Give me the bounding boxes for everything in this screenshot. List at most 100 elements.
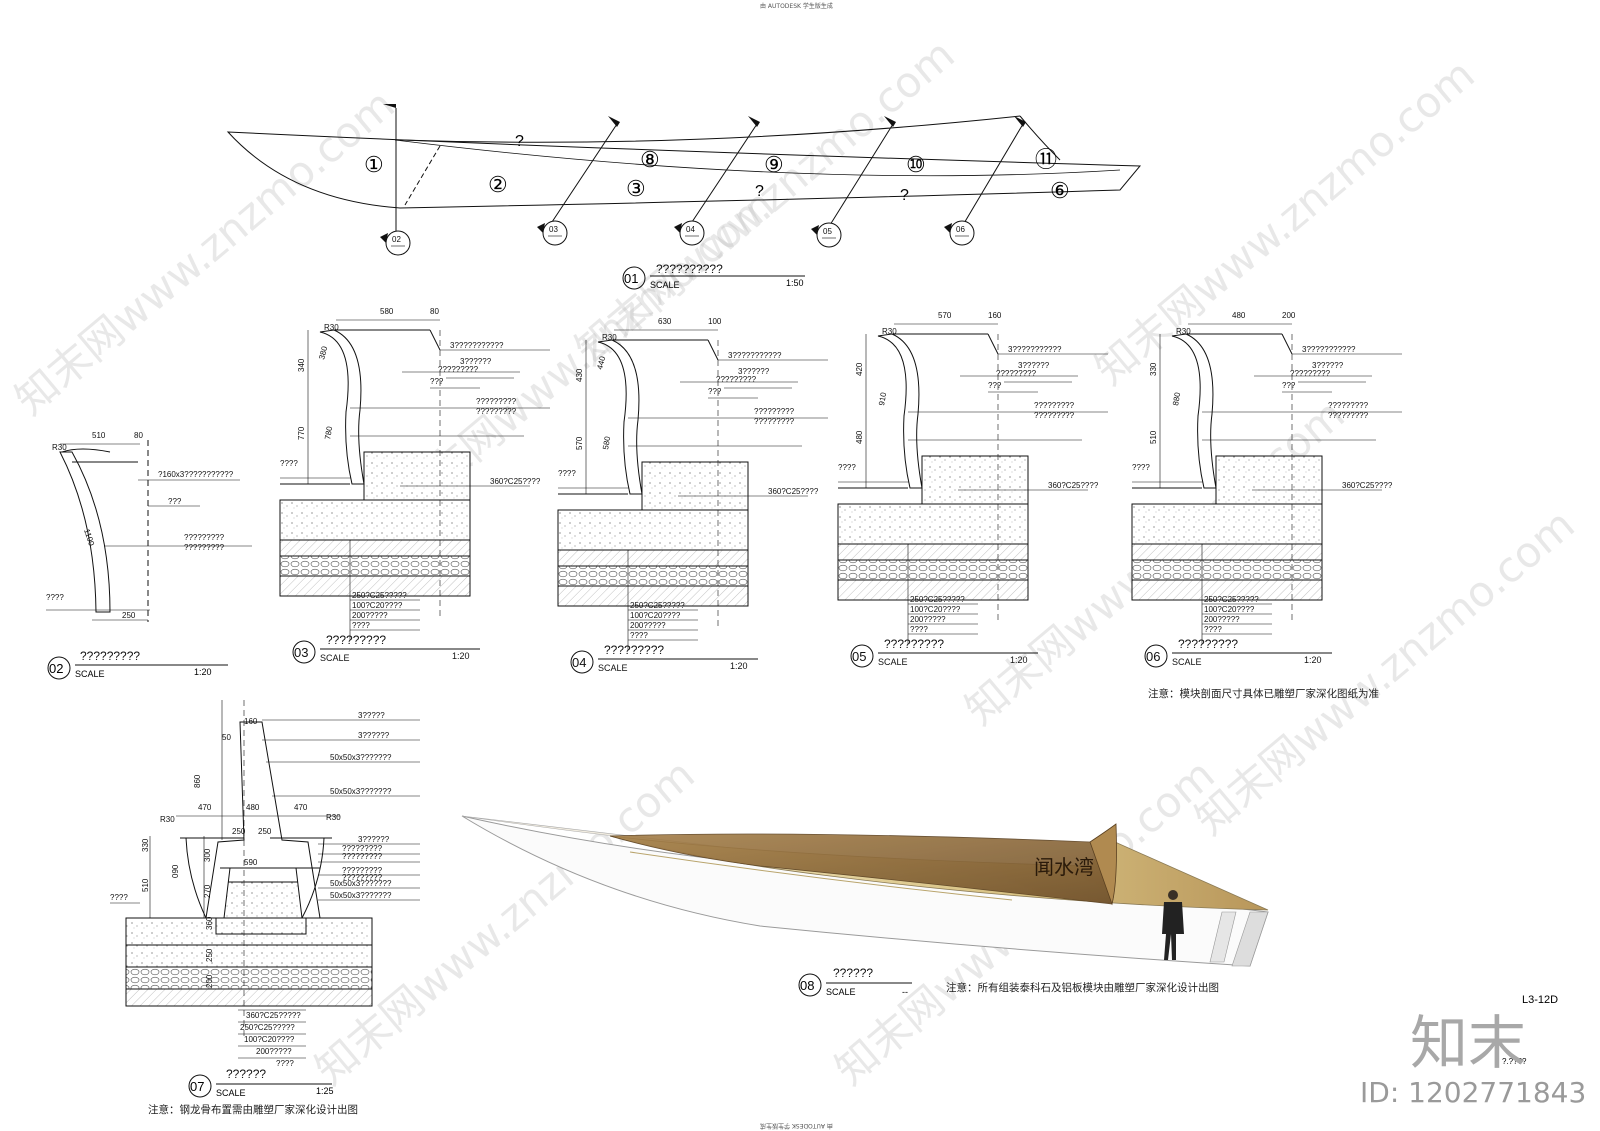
note-label: ???? [46, 593, 64, 602]
svg-text:?????????: ????????? [326, 633, 386, 647]
zone-label: ⑥ [1050, 178, 1070, 203]
svg-text:SCALE: SCALE [75, 669, 105, 679]
svg-text:--: -- [902, 987, 908, 997]
svg-text:1:20: 1:20 [1304, 655, 1322, 665]
svg-text:270: 270 [203, 884, 212, 898]
section-text: R30 [602, 333, 617, 342]
section-text: ????????? [476, 407, 517, 416]
autodesk-stamp-top: 由 AUTODESK 学生版生成 [760, 3, 833, 10]
section-text: ???? [558, 469, 576, 478]
dim: 1100 [82, 528, 96, 548]
section-text: 910 [877, 391, 888, 406]
section-text: ??? [430, 377, 444, 386]
zone-label: ① [364, 152, 384, 177]
svg-text:06: 06 [1146, 649, 1160, 664]
svg-text:SCALE: SCALE [878, 657, 908, 667]
section-text: R30 [882, 327, 897, 336]
brand-id: ID: 1202771843 [1360, 1076, 1587, 1109]
svg-text:50x50x3???????: 50x50x3??????? [330, 879, 392, 888]
svg-text:510: 510 [141, 878, 150, 892]
section-text: ???? [352, 621, 370, 630]
scale-label: SCALE [650, 280, 680, 290]
svg-text:?????????: ????????? [604, 643, 664, 657]
section-text: ???? [280, 459, 298, 468]
svg-text:100?C20????: 100?C20???? [244, 1035, 295, 1044]
svg-text:04: 04 [572, 655, 586, 670]
section-text: 100?C20???? [910, 605, 961, 614]
dim: 80 [134, 431, 143, 440]
zone-label: ⑧ [640, 147, 660, 172]
svg-text:SCALE: SCALE [598, 663, 628, 673]
note-06: 注意：模块剖面尺寸具体已雕塑厂家深化图纸为准 [1148, 688, 1379, 700]
svg-text:50x50x3???????: 50x50x3??????? [330, 787, 392, 796]
section-text: 160 [988, 311, 1002, 320]
note-07: 注意：钢龙骨布置需由雕塑厂家深化设计出图 [148, 1104, 358, 1116]
plan-title-block: 01 ?????????? SCALE 1:50 [622, 262, 805, 290]
section-text: 100?C20???? [1204, 605, 1255, 614]
section-text: 3?????? [460, 357, 492, 366]
note-label: ????????? [184, 533, 225, 542]
zone-label: ② [488, 172, 508, 197]
plan-question: ? [755, 183, 764, 200]
zone-label: ⑨ [764, 152, 784, 177]
marker-label: 06 [956, 225, 965, 234]
section-text: 570 [575, 436, 584, 450]
section-text: 200????? [1204, 615, 1240, 624]
svg-text:470: 470 [198, 803, 212, 812]
section-text: ???? [630, 631, 648, 640]
svg-text:1:20: 1:20 [1010, 655, 1028, 665]
section-text: ??? [708, 387, 722, 396]
zone-label: ③ [626, 176, 646, 201]
plan-zone-labels: ① ② ③ ⑧ ⑨ ⑩ ⑪ ⑥ ? ? ? [364, 133, 1070, 204]
section-text: 780 [323, 425, 334, 440]
section-text: 250?C25????? [352, 591, 407, 600]
svg-text:R30: R30 [326, 813, 341, 822]
detail-07-text: 160 50 860 470 480 470 R30 R30 330 510 3… [110, 711, 392, 1098]
brand-logo: 知末 [1410, 1009, 1527, 1077]
sheet-stamp: ?.???? [1502, 1057, 1527, 1066]
svg-text:?????????: ????????? [884, 637, 944, 651]
section-text: ????????? [716, 375, 757, 384]
svg-text:05: 05 [852, 649, 866, 664]
section-text: 3??????????? [450, 341, 504, 350]
section-text: 330 [1149, 362, 1158, 376]
svg-text:?????????: ????????? [342, 873, 383, 882]
svg-text:3??????: 3?????? [358, 731, 390, 740]
person-figure [1162, 890, 1184, 960]
section-text: 480 [1232, 311, 1246, 320]
svg-text:250: 250 [205, 948, 214, 962]
render-08: 闻水湾 08 ?????? SCALE -- [461, 815, 1269, 997]
plan-view [226, 108, 1142, 240]
svg-text:360?C25?????: 360?C25????? [246, 1011, 301, 1020]
svg-text:03: 03 [294, 645, 308, 660]
svg-text:?????????: ????????? [342, 852, 383, 861]
svg-text:200: 200 [205, 974, 214, 988]
section-text: 770 [297, 426, 306, 440]
section-text: ????????? [1034, 411, 1075, 420]
section-text: 3?????? [738, 367, 770, 376]
svg-text:02: 02 [49, 661, 63, 676]
section-text: 360?C25???? [1342, 481, 1393, 490]
note-label: ????????? [184, 543, 225, 552]
svg-text:3?????: 3????? [358, 711, 385, 720]
section-text: ???? [1204, 625, 1222, 634]
svg-text:????: ???? [110, 893, 128, 902]
svg-text:SCALE: SCALE [320, 653, 350, 663]
svg-text:360: 360 [205, 916, 214, 930]
marker-label: 02 [392, 235, 401, 244]
sheet-id: L3-12D [1522, 994, 1558, 1006]
svg-text:?????????: ????????? [342, 844, 383, 853]
svg-text:??????: ?????? [226, 1067, 266, 1081]
section-text: 250?C25????? [630, 601, 685, 610]
section-text: 380 [317, 345, 329, 361]
section-text: 430 [575, 368, 584, 382]
svg-text:090: 090 [171, 864, 180, 878]
section-text: R30 [1176, 327, 1191, 336]
svg-text:SCALE: SCALE [1172, 657, 1202, 667]
dim: R30 [52, 443, 67, 452]
svg-text:590: 590 [244, 858, 258, 867]
